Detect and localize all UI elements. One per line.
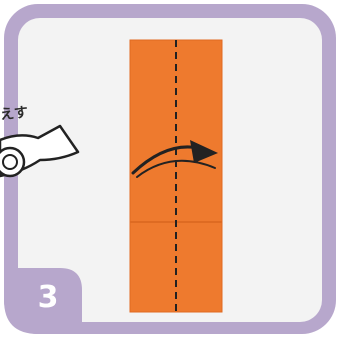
step-number: 3 — [28, 278, 68, 318]
side-caption: えす — [0, 102, 29, 125]
origami-paper — [130, 40, 222, 312]
